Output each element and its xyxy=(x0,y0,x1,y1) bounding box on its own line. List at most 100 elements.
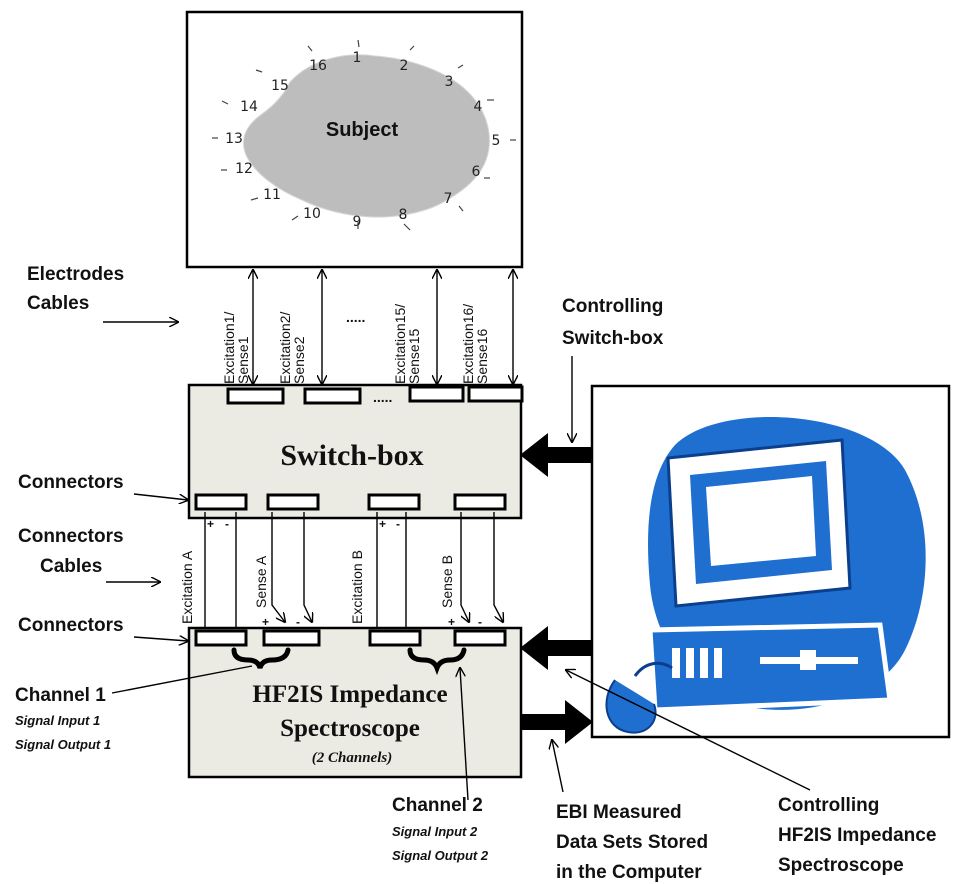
controlling-hf2is-line3: Spectroscope xyxy=(778,855,904,876)
electrode-tick xyxy=(409,45,415,51)
cable-label-sense1: Sense1 xyxy=(235,336,251,384)
electrode-tick xyxy=(457,64,464,69)
electrode-number: 12 xyxy=(235,161,253,177)
connector-port xyxy=(303,387,362,405)
electrode-number: 16 xyxy=(309,58,327,74)
connector-port xyxy=(194,493,248,511)
controlling-switchbox-annotation: Controlling Switch-box xyxy=(562,296,664,442)
connectors-cables-label-line2: Cables xyxy=(40,556,102,577)
ebi-line3: in the Computer xyxy=(556,862,702,883)
electrode-cables: Excitation1/ Sense1 Excitation2/ Sense2 … xyxy=(221,270,513,384)
control-switchbox-arrow xyxy=(520,433,592,477)
control-spectroscope-arrow xyxy=(520,626,592,670)
cable-label-sense16: Sense16 xyxy=(474,329,490,384)
channel-cables: Excitation A Sense A Excitation B Sense … xyxy=(179,512,503,629)
cable-label-sense15: Sense15 xyxy=(406,329,422,384)
controlling-hf2is-line1: Controlling xyxy=(778,795,879,816)
electrodes-cables-label-line1: Electrodes xyxy=(27,264,124,285)
electrode-number: 15 xyxy=(271,78,289,94)
cable-label-sense-b: Sense B xyxy=(439,555,455,608)
electrode-number: 7 xyxy=(444,191,453,207)
cable-label-sense2: Sense2 xyxy=(291,336,307,384)
channel2-title: Channel 2 xyxy=(392,795,483,816)
connector-port xyxy=(453,493,507,511)
spectroscope-title-line1: HF2IS Impedance xyxy=(252,681,447,708)
controlling-hf2is-line2: HF2IS Impedance xyxy=(778,825,936,846)
channel2-pointer xyxy=(460,668,469,801)
connector-port xyxy=(226,387,285,405)
controlling-switchbox-line2: Switch-box xyxy=(562,328,664,349)
channel2-line2: Signal Output 2 xyxy=(392,848,489,863)
cable-label-excitation2: Excitation2/ xyxy=(277,312,293,384)
electrode-number: 2 xyxy=(400,58,409,74)
connector-port xyxy=(453,629,507,647)
subject-panel: Subject 1 2 3 4 5 6 7 8 9 10 11 12 13 14… xyxy=(185,10,524,269)
electrode-tick xyxy=(221,100,229,105)
electrode-tick xyxy=(255,69,263,73)
electrode-tick xyxy=(291,215,299,221)
cable-label-excitation15: Excitation15/ xyxy=(392,304,408,384)
left-labels: Electrodes Cables Connectors Connectors … xyxy=(18,264,188,641)
electrode-tick xyxy=(250,197,259,201)
switch-box-title: Switch-box xyxy=(280,439,423,472)
electrodes-cables-label-line2: Cables xyxy=(27,293,89,314)
subject-label: Subject xyxy=(326,119,399,141)
computer-icon xyxy=(605,417,926,734)
electrode-number: 1 xyxy=(353,50,362,66)
polarity-minus: - xyxy=(296,615,300,629)
connector-port xyxy=(194,629,248,647)
connector-ellipsis: ..... xyxy=(373,389,392,405)
electrode-number: 4 xyxy=(474,99,483,115)
polarity-plus: + xyxy=(262,615,269,629)
polarity-minus: - xyxy=(225,517,229,531)
connectors-cables-label-line1: Connectors xyxy=(18,526,124,547)
channel1-annotation: Channel 1 Signal Input 1 Signal Output 1 xyxy=(15,665,253,752)
polarity-minus: - xyxy=(396,517,400,531)
electrode-number: 3 xyxy=(445,74,454,90)
connector-port xyxy=(467,385,524,403)
channel2-annotation: Channel 2 Signal Input 2 Signal Output 2 xyxy=(392,668,489,863)
electrode-number: 8 xyxy=(399,207,408,223)
polarity-plus: + xyxy=(448,615,455,629)
spectroscope-title-line2: Spectroscope xyxy=(280,715,420,742)
channel1-pointer xyxy=(111,665,253,694)
cable-label-excitation-b: Excitation B xyxy=(349,550,365,624)
connector-port xyxy=(408,385,465,403)
channel-cable xyxy=(493,512,503,622)
electrode-number: 13 xyxy=(225,131,243,147)
connectors-bottom-label: Connectors xyxy=(18,615,124,636)
controlling-hf2is-pointer xyxy=(566,670,811,791)
subject-body-shape xyxy=(243,54,490,218)
electrode-number: 10 xyxy=(303,206,321,222)
spectroscope-subtitle: (2 Channels) xyxy=(312,750,392,766)
spectroscope-box: HF2IS Impedance Spectroscope (2 Channels… xyxy=(187,626,523,779)
electrode-number: 5 xyxy=(492,133,501,149)
computer-panel xyxy=(590,384,951,739)
electrode-number: 11 xyxy=(263,187,281,203)
cable-label-excitation1: Excitation1/ xyxy=(221,312,237,384)
ebi-line1: EBI Measured xyxy=(556,802,682,823)
data-to-computer-arrow xyxy=(521,700,593,744)
electrode-number: 14 xyxy=(240,99,258,115)
channel1-brace xyxy=(231,647,291,669)
electrode-tick xyxy=(458,205,464,212)
channel2-line1: Signal Input 2 xyxy=(392,824,478,839)
channel1-line1: Signal Input 1 xyxy=(15,713,100,728)
pointer-arrow xyxy=(133,493,188,500)
channel-cable xyxy=(460,512,469,622)
controlling-switchbox-line1: Controlling xyxy=(562,296,663,317)
channel1-title: Channel 1 xyxy=(15,685,106,706)
electrode-tick xyxy=(307,45,313,52)
electrode-tick xyxy=(403,223,411,231)
connector-port xyxy=(368,629,422,647)
channel2-brace xyxy=(407,647,467,676)
connectors-top-label: Connectors xyxy=(18,472,124,493)
ebi-line2: Data Sets Stored xyxy=(556,832,708,853)
channel1-line2: Signal Output 1 xyxy=(15,737,111,752)
ebi-pointer xyxy=(552,740,564,793)
channel-cable xyxy=(303,512,312,622)
cable-label-sense-a: Sense A xyxy=(253,555,269,608)
connector-port xyxy=(266,493,320,511)
electrode-number: 9 xyxy=(353,214,362,230)
